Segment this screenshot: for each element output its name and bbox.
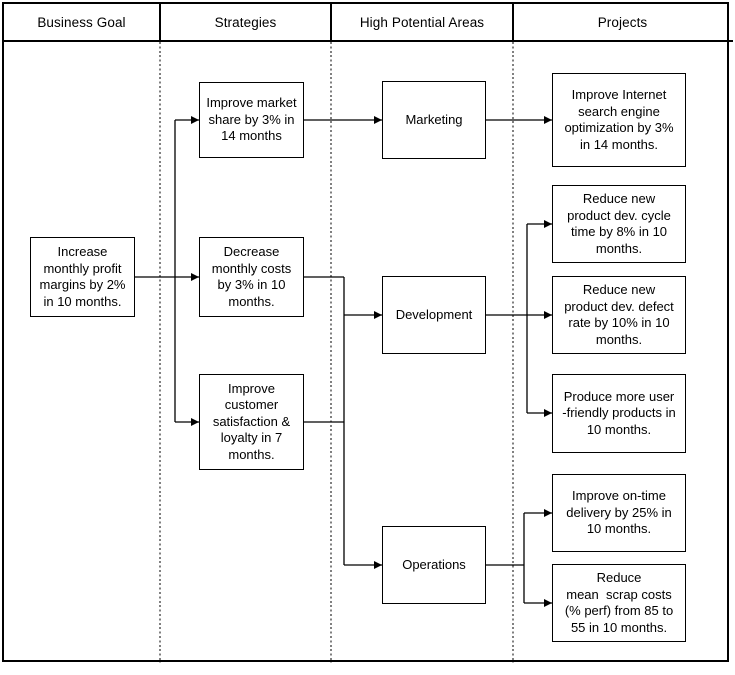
- header-divider-3: [512, 3, 514, 40]
- node-project-on-time-delivery-label: Improve on-time delivery by 25% in 10 mo…: [566, 488, 672, 537]
- node-strategy-customer-satisfaction: Improve customer satisfaction & loyalty …: [199, 374, 304, 470]
- node-project-user-friendly-label: Produce more user -friendly products in …: [562, 388, 676, 437]
- node-area-development-label: Development: [395, 306, 473, 322]
- node-area-operations: Operations: [382, 526, 486, 604]
- node-project-on-time-delivery: Improve on-time delivery by 25% in 10 mo…: [552, 474, 686, 552]
- node-area-marketing: Marketing: [382, 81, 486, 159]
- node-business-goal-label: Increase monthly profit margins by 2% in…: [39, 244, 126, 309]
- header-underline: [2, 40, 733, 42]
- node-project-dev-cycle-time-label: Reduce new product dev. cycle time by 8%…: [567, 191, 671, 256]
- node-project-dev-defect-rate-label: Reduce new product dev. defect rate by 1…: [564, 282, 674, 347]
- column-header-label: Business Goal: [37, 14, 126, 30]
- column-header-label: Strategies: [214, 14, 277, 30]
- node-project-user-friendly: Produce more user -friendly products in …: [552, 374, 686, 453]
- node-strategy-decrease-costs-label: Decrease monthly costs by 3% in 10 month…: [211, 244, 292, 309]
- header-divider-2: [330, 3, 332, 40]
- node-strategy-market-share: Improve market share by 3% in 14 months: [199, 82, 304, 158]
- column-header-projects: Projects: [514, 4, 731, 40]
- node-area-marketing-label: Marketing: [405, 111, 463, 127]
- node-strategy-decrease-costs: Decrease monthly costs by 3% in 10 month…: [199, 237, 304, 317]
- column-header-business-goal: Business Goal: [4, 4, 159, 40]
- outer-frame: [2, 2, 729, 662]
- node-project-dev-defect-rate: Reduce new product dev. defect rate by 1…: [552, 276, 686, 354]
- node-strategy-customer-satisfaction-label: Improve customer satisfaction & loyalty …: [212, 380, 291, 462]
- node-project-search-optimization-label: Improve Internet search engine optimizat…: [564, 87, 674, 152]
- node-area-development: Development: [382, 276, 486, 354]
- node-project-scrap-costs: Reduce mean scrap costs (% perf) from 85…: [552, 564, 686, 642]
- column-header-high-potential-areas: High Potential Areas: [332, 4, 512, 40]
- column-header-label: Projects: [597, 14, 648, 30]
- column-header-strategies: Strategies: [161, 4, 330, 40]
- node-area-operations-label: Operations: [402, 556, 466, 572]
- column-header-label: High Potential Areas: [359, 14, 485, 30]
- node-business-goal: Increase monthly profit margins by 2% in…: [30, 237, 135, 317]
- node-project-scrap-costs-label: Reduce mean scrap costs (% perf) from 85…: [564, 570, 674, 635]
- node-project-search-optimization: Improve Internet search engine optimizat…: [552, 73, 686, 167]
- header-divider-1: [159, 3, 161, 40]
- node-project-dev-cycle-time: Reduce new product dev. cycle time by 8%…: [552, 185, 686, 263]
- node-strategy-market-share-label: Improve market share by 3% in 14 months: [206, 95, 297, 144]
